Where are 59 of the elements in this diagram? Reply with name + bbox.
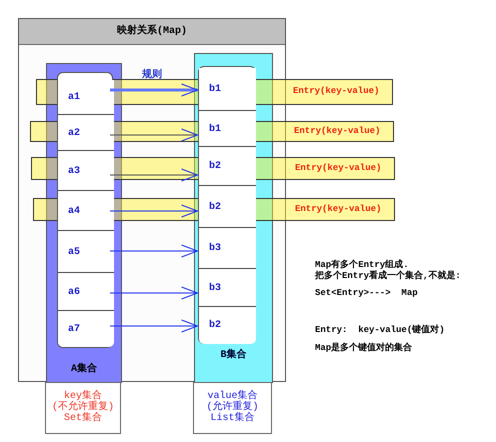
note-text: Map是多个键值对的集合 (315, 341, 412, 354)
arrow (110, 286, 198, 300)
note-text: (允许重复) (205, 400, 260, 413)
entry-label: Entry(key-value) (295, 204, 382, 214)
arrow (110, 244, 198, 258)
note-text: Set集合 (62, 411, 103, 424)
item-label: b1 (209, 84, 222, 95)
arrow (110, 320, 198, 332)
note-text: Set<Entry>---> Map (315, 288, 418, 298)
set-column (46, 63, 122, 383)
list-item (199, 307, 256, 344)
item-label: a6 (68, 286, 80, 298)
note-text: Entry: key-value(键值对) (315, 323, 445, 336)
list-item (199, 68, 256, 111)
column-label: A集合 (70, 362, 98, 375)
title-bar: 映射关系(Map) (19, 19, 285, 45)
edge-label: 规则 (142, 68, 162, 81)
note-box (193, 382, 272, 434)
item-label: a3 (68, 166, 80, 176)
note-text: value集合 (206, 389, 258, 402)
arrow (110, 168, 198, 182)
list-item (58, 80, 114, 115)
set-column (194, 53, 273, 383)
list-item (58, 151, 114, 191)
entry-label: Entry(key-value) (295, 162, 382, 172)
arrow (110, 204, 198, 218)
list-item (199, 269, 256, 307)
note-text: Map有多个Entry组成. (315, 258, 409, 270)
map-frame (18, 18, 286, 382)
entry-label: Entry(key-value) (294, 126, 380, 136)
note-box (45, 382, 121, 434)
note-text: List集合 (209, 412, 256, 424)
item-label: a5 (68, 246, 80, 258)
list-item (58, 311, 114, 347)
item-label: b3 (209, 282, 222, 294)
list-item (199, 111, 256, 147)
list-item (58, 191, 114, 231)
arrow (110, 128, 198, 142)
list-item (199, 147, 256, 186)
entry-label: Entry(key-value) (293, 86, 380, 96)
note-text: 把多个Entry看成一个集合,不就是: (315, 269, 461, 282)
list-item (58, 231, 114, 273)
column-label: B集合 (219, 348, 248, 361)
item-label: b3 (209, 243, 222, 254)
item-label: b2 (209, 161, 222, 172)
item-label: a2 (68, 128, 80, 138)
item-label: b1 (209, 124, 222, 134)
list-item (58, 273, 114, 311)
item-label: b2 (209, 202, 222, 212)
item-label: b2 (209, 320, 222, 331)
note-text: (不允许重复) (50, 400, 115, 413)
item-label: a1 (68, 92, 80, 103)
list-item (58, 115, 114, 151)
item-label: a7 (68, 324, 80, 334)
note-text: key集合 (64, 389, 102, 402)
item-label: a4 (68, 206, 80, 216)
list-item (199, 186, 256, 228)
arrow (110, 84, 198, 96)
list-item (199, 228, 256, 269)
